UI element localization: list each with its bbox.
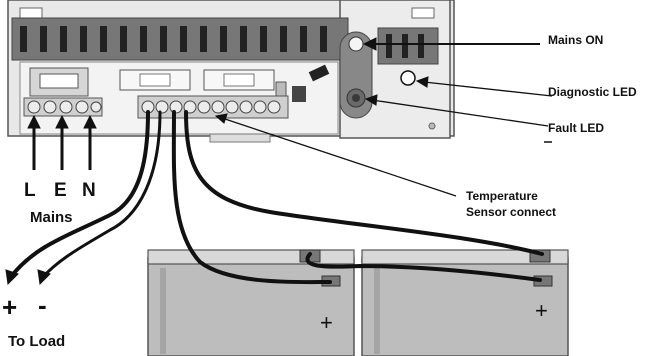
pointer-fault-led: [371, 99, 549, 127]
label-terminal-n: N: [82, 180, 96, 201]
fault-led-core: [352, 94, 360, 102]
battery-1: [147, 249, 355, 356]
vent-slots: [20, 26, 327, 52]
pointers: [5, 37, 553, 286]
pointer-temp-sensor: [221, 117, 457, 197]
labels: Mains ON Diagnostic LED Fault LED Temper…: [2, 33, 637, 350]
wire-battery-interconnect: [305, 252, 542, 282]
diagnostic-led: [400, 70, 416, 86]
label-load-minus: -: [38, 290, 47, 320]
vent-slots-right: [386, 34, 424, 58]
power-supply-unit: [7, 0, 455, 143]
component-diode: [308, 64, 330, 82]
label-terminal-e: E: [54, 180, 67, 201]
arrow-load-negative: [37, 269, 51, 286]
label-fault-led: Fault LED: [548, 121, 604, 135]
wire-load-negative: [40, 110, 162, 280]
label-mains-on: Mains ON: [548, 33, 603, 47]
label-temp-sensor-1: Temperature: [466, 189, 538, 203]
label-battery-2-plus: +: [535, 298, 548, 323]
component-diode-2: [292, 86, 306, 102]
psu-mount-notch: [411, 7, 435, 19]
label-temp-sensor-2: Sensor connect: [466, 205, 556, 219]
label-diagnostic-led: Diagnostic LED: [548, 85, 637, 99]
mains-on-led: [348, 36, 364, 52]
psu-screw: [428, 122, 436, 130]
label-load-plus: +: [2, 292, 17, 322]
arrow-load-positive: [5, 269, 19, 286]
label-battery-1-plus: +: [320, 310, 333, 335]
wire-battery-positive: [171, 110, 332, 285]
psu-mount-notch: [19, 7, 43, 19]
mains-fuse: [39, 73, 79, 89]
label-to-load: To Load: [8, 333, 65, 350]
mains-terminal-screws: [27, 100, 102, 114]
wire-battery-link: [184, 110, 544, 256]
wires: [8, 110, 544, 285]
psu-bottom-tab: [209, 133, 271, 143]
label-mains: Mains: [30, 209, 73, 226]
wire-load-positive: [8, 110, 150, 280]
label-terminal-l: L: [24, 180, 36, 201]
pointer-diagnostic-led: [423, 81, 553, 97]
